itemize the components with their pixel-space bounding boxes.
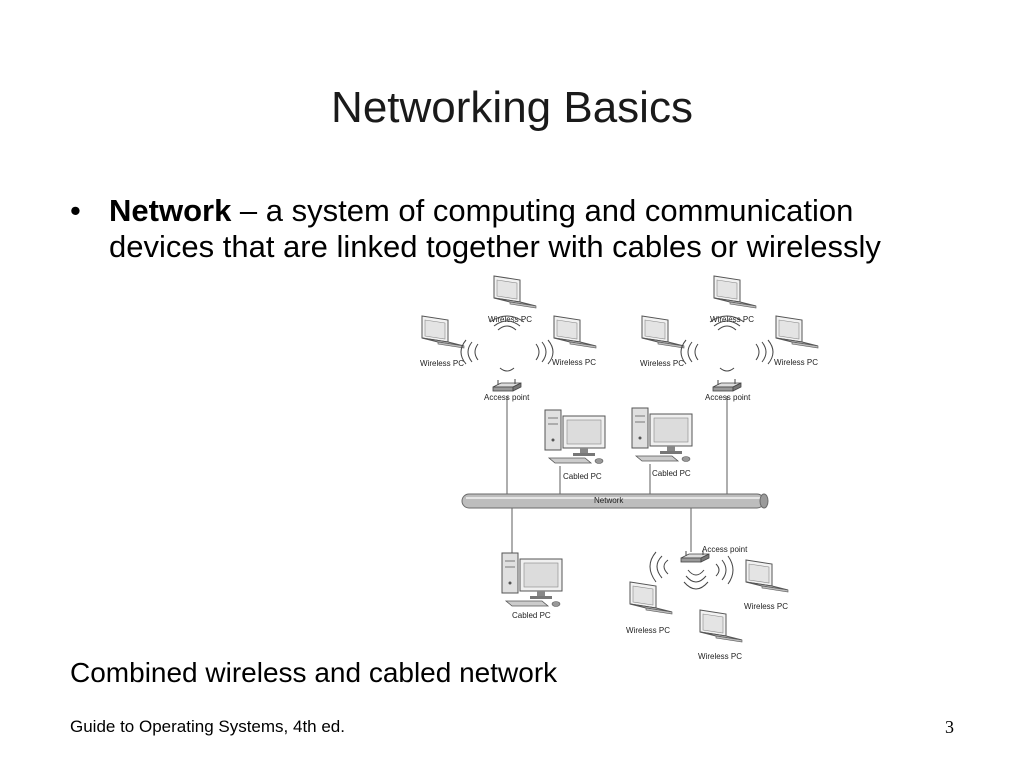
wireless-cluster-bottom: Access point Wireless PC Wireless PC Wir… <box>626 545 789 661</box>
cables <box>506 396 728 554</box>
desktop-icon <box>631 407 693 462</box>
laptop-icon <box>713 275 757 309</box>
access-point-label: Access point <box>484 393 530 402</box>
slide-title: Networking Basics <box>331 83 693 132</box>
network-diagram: Network Wireless PC Wireless PC Wireless… <box>420 275 819 661</box>
bullet-term: Network <box>109 193 232 228</box>
wifi-waves <box>649 551 734 590</box>
wireless-pc-label: Wireless PC <box>488 315 532 324</box>
wireless-cluster-right: Wireless PC Wireless PC Wireless PC Acce… <box>640 275 819 402</box>
wifi-waves <box>460 315 554 372</box>
wireless-pc-label: Wireless PC <box>710 315 754 324</box>
wireless-pc-label: Wireless PC <box>774 358 818 367</box>
cabled-pc-2: Cabled PC <box>631 407 693 478</box>
figure-caption: Combined wireless and cabled network <box>70 657 558 688</box>
laptop-icon <box>629 581 673 615</box>
wireless-pc-label: Wireless PC <box>420 359 464 368</box>
access-point-icon <box>712 378 742 392</box>
desktop-icon <box>544 409 606 464</box>
wireless-pc-label: Wireless PC <box>698 652 742 661</box>
laptop-icon <box>421 315 465 349</box>
laptop-icon <box>553 315 597 349</box>
footer-source: Guide to Operating Systems, 4th ed. <box>70 717 345 736</box>
wireless-pc-label: Wireless PC <box>640 359 684 368</box>
wireless-pc-label: Wireless PC <box>626 626 670 635</box>
cabled-pc-3: Cabled PC <box>501 552 563 620</box>
access-point-label: Access point <box>702 545 748 554</box>
cabled-pc-label: Cabled PC <box>512 611 551 620</box>
cabled-pc-label: Cabled PC <box>652 469 691 478</box>
laptop-icon <box>775 315 819 349</box>
bullet-text: Network – a system of computing and comm… <box>109 193 939 265</box>
access-point-icon <box>492 378 522 392</box>
network-label: Network <box>594 496 624 505</box>
desktop-icon <box>501 552 563 607</box>
network-backbone: Network <box>461 493 769 509</box>
laptop-icon <box>699 609 743 643</box>
page-number: 3 <box>945 717 954 737</box>
access-point-label: Access point <box>705 393 751 402</box>
cabled-pc-label: Cabled PC <box>563 472 602 481</box>
wireless-pc-label: Wireless PC <box>552 358 596 367</box>
laptop-icon <box>745 559 789 593</box>
wireless-cluster-left: Wireless PC Wireless PC Wireless PC Acce… <box>420 275 597 402</box>
laptop-icon <box>493 275 537 309</box>
cabled-pc-1: Cabled PC <box>544 409 606 481</box>
laptop-icon <box>641 315 685 349</box>
wireless-pc-label: Wireless PC <box>744 602 788 611</box>
wifi-waves <box>680 315 774 372</box>
bullet-dot: • <box>70 193 81 228</box>
bullet-definition: – a system of computing and communicatio… <box>109 193 881 264</box>
